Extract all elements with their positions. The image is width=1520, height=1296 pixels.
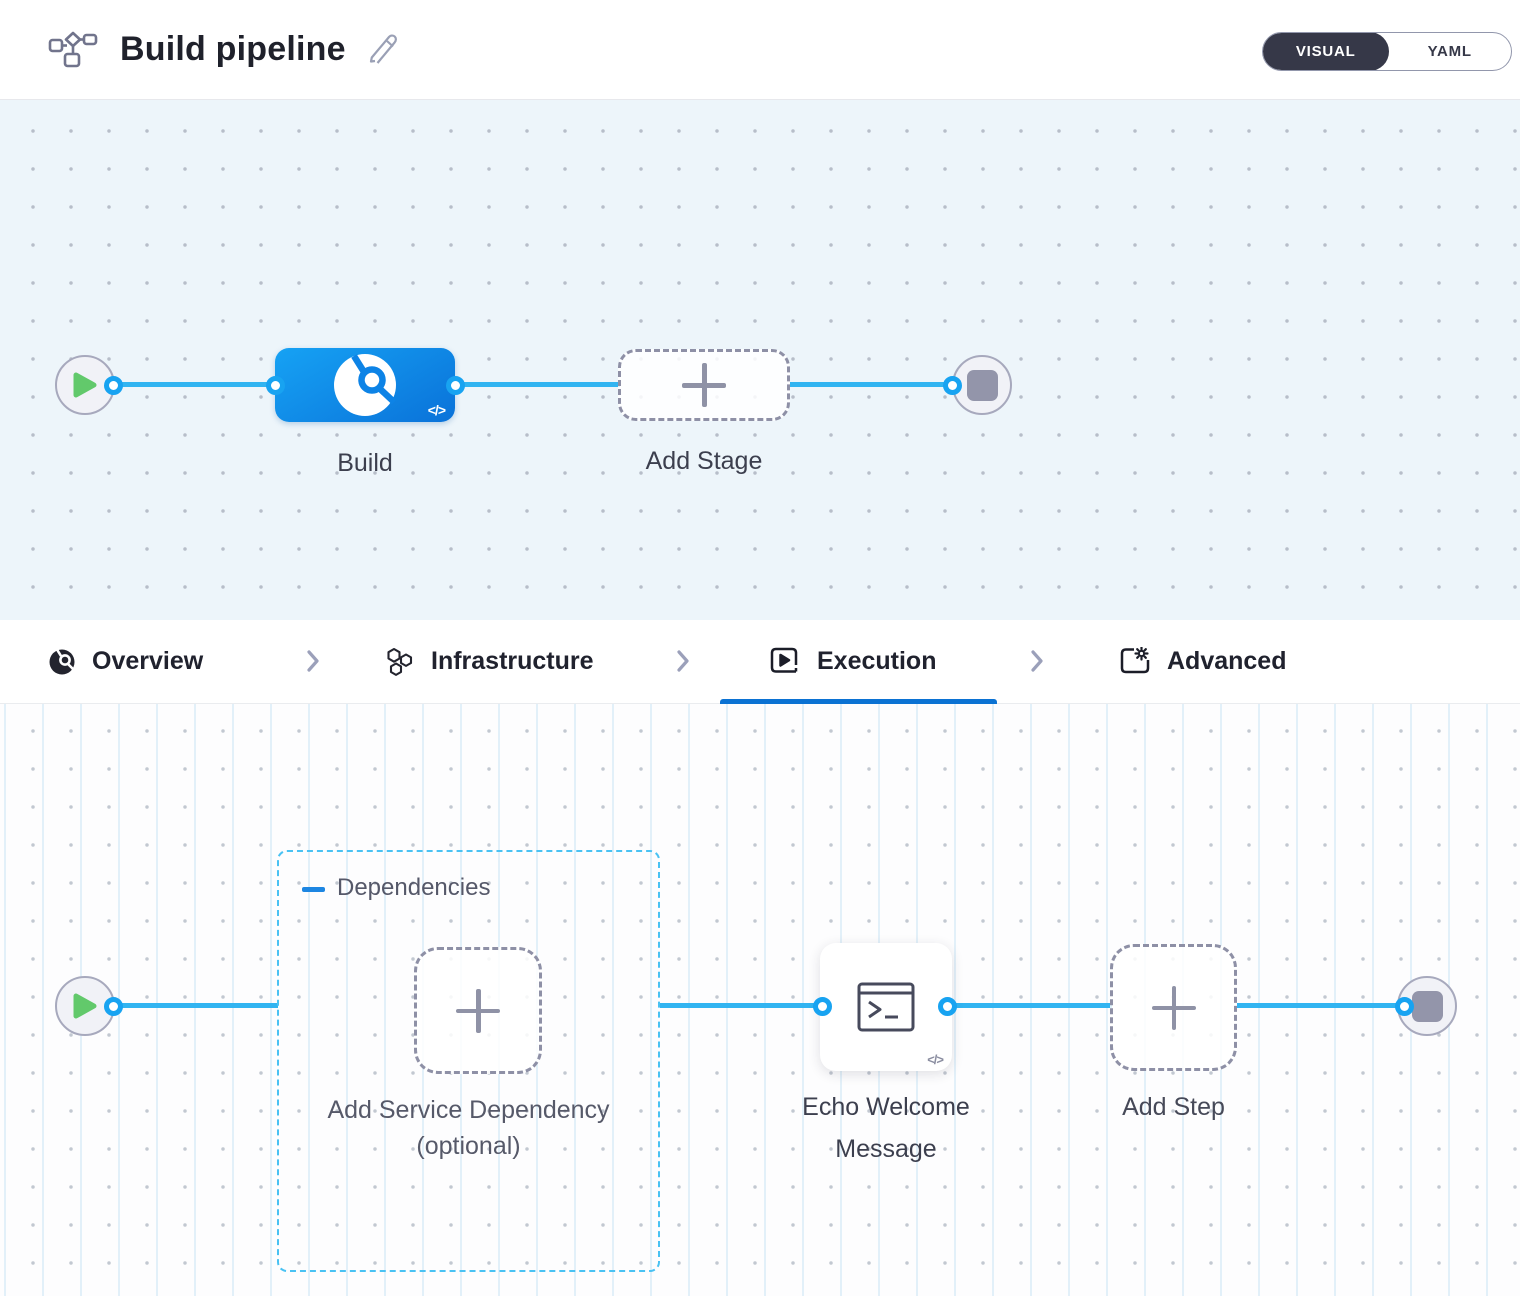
- connector-line: [660, 1003, 822, 1008]
- ci-build-icon: [334, 354, 397, 416]
- connector-line: [455, 382, 620, 387]
- terminal-icon: [857, 982, 915, 1032]
- plus-icon: [456, 988, 500, 1033]
- gear-glyph: [1134, 647, 1149, 661]
- add-service-dependency-button[interactable]: [414, 947, 542, 1074]
- active-tab-underline: [720, 699, 997, 704]
- connector-port[interactable]: [943, 376, 962, 395]
- gear-window-icon: [1120, 647, 1150, 674]
- stage-graph-canvas[interactable]: </> Build Add Stage: [0, 100, 1520, 620]
- tab-overview[interactable]: Overview: [48, 620, 203, 703]
- add-stage-label: Add Stage: [645, 447, 763, 475]
- play-window-icon: [770, 647, 798, 673]
- connector-port[interactable]: [813, 997, 832, 1016]
- plus-icon: [1151, 985, 1196, 1030]
- dependencies-header[interactable]: Dependencies: [302, 874, 490, 902]
- build-stage-label: Build: [337, 449, 393, 477]
- visual-yaml-toggle: VISUAL YAML: [1262, 32, 1512, 71]
- chevron-right-icon: [307, 650, 319, 672]
- connector-line: [790, 382, 954, 387]
- connector-line: [113, 1003, 278, 1008]
- play-icon: [73, 993, 97, 1019]
- ci-overview-icon: [49, 648, 75, 674]
- hexagons-icon: [387, 647, 413, 676]
- connector-port[interactable]: [446, 376, 465, 395]
- echo-welcome-message-step-node[interactable]: </>: [820, 943, 952, 1071]
- code-badge-icon[interactable]: </>: [427, 402, 446, 418]
- add-service-dependency-label: Add Service Dependency (optional): [327, 1096, 610, 1160]
- toggle-yaml-button[interactable]: YAML: [1427, 43, 1472, 60]
- dependencies-title: Dependencies: [337, 874, 491, 901]
- chevron-right-icon: [1031, 650, 1043, 672]
- connector-port[interactable]: [938, 997, 957, 1016]
- connector-line: [947, 1003, 1112, 1008]
- connector-port[interactable]: [104, 376, 123, 395]
- echo-step-label: Echo Welcome Message: [802, 1093, 970, 1163]
- connector-line: [113, 382, 275, 387]
- add-step-button[interactable]: [1110, 944, 1237, 1071]
- connector-port[interactable]: [266, 376, 285, 395]
- tab-execution[interactable]: Execution: [770, 620, 936, 703]
- stage-config-tabs: Overview Infrastructure Execution: [0, 620, 1520, 704]
- edit-pencil-icon[interactable]: [368, 33, 398, 66]
- page-header: Build pipeline VISUAL YAML: [0, 0, 1520, 100]
- connector-line: [1237, 1003, 1404, 1008]
- execution-graph-canvas[interactable]: Dependencies Add Service Dependency (opt…: [0, 704, 1520, 1296]
- toggle-visual-button[interactable]: VISUAL: [1263, 33, 1390, 70]
- page-title: Build pipeline: [120, 30, 346, 68]
- add-step-label: Add Step: [1122, 1093, 1225, 1121]
- pipeline-end-node: [952, 355, 1012, 415]
- connector-port[interactable]: [1395, 997, 1414, 1016]
- tab-advanced[interactable]: Advanced: [1120, 620, 1286, 703]
- dependencies-group: Dependencies Add Service Dependency (opt…: [277, 850, 660, 1272]
- stop-square-icon: [1411, 990, 1443, 1022]
- code-badge-icon[interactable]: </>: [927, 1052, 944, 1067]
- collapse-icon[interactable]: [302, 887, 325, 892]
- build-stage-node[interactable]: </>: [275, 348, 455, 422]
- add-stage-button[interactable]: [618, 349, 790, 421]
- chevron-right-icon: [677, 650, 689, 672]
- plus-icon: [682, 363, 726, 407]
- play-icon: [73, 372, 97, 398]
- stop-square-icon: [966, 369, 998, 401]
- connector-port[interactable]: [104, 997, 123, 1016]
- pipeline-icon: [48, 28, 98, 72]
- tab-infrastructure[interactable]: Infrastructure: [385, 620, 594, 703]
